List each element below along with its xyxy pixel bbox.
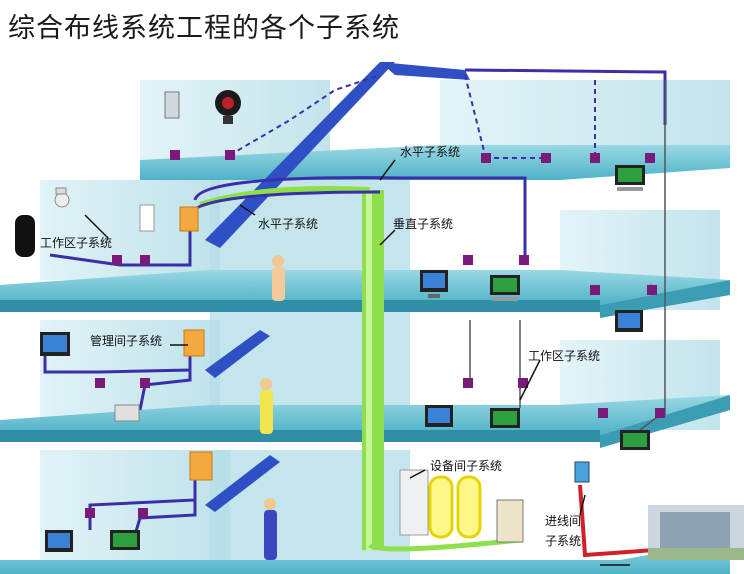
desk-phone	[114, 404, 140, 422]
floor-1-slab	[0, 540, 730, 574]
backbone-bar	[205, 62, 470, 512]
person-figures	[260, 255, 285, 560]
speaker-device	[164, 91, 180, 119]
equipment-cabinets	[399, 469, 524, 543]
cctv-camera	[54, 187, 70, 208]
outlet-nodes	[85, 150, 665, 518]
label-equipment: 设备间子系统	[430, 459, 502, 473]
label-horizontal-top: 水平子系统	[400, 145, 460, 159]
vertical-riser	[199, 186, 521, 552]
access-panel	[139, 204, 155, 232]
label-horizontal-mid: 水平子系统	[258, 217, 318, 231]
label-entrance-line2: 子系统	[545, 534, 581, 548]
thin-cables	[469, 80, 666, 431]
building-photo	[648, 505, 744, 560]
page-title: 综合布线系统工程的各个子系统	[8, 13, 400, 44]
speaker-cylinder	[15, 215, 35, 257]
label-work-area-left: 工作区子系统	[40, 236, 112, 250]
entrance-device	[574, 461, 590, 483]
annotation-arrows	[84, 159, 630, 566]
label-vertical: 垂直子系统	[393, 217, 453, 231]
label-work-area-right: 工作区子系统	[528, 349, 600, 363]
subsystem-labels: 水平子系统 水平子系统 垂直子系统 工作区子系统 管理间子系统 工作区子系统 设…	[40, 145, 600, 548]
label-entrance-line1: 进线间	[545, 514, 581, 528]
distribution-boxes	[179, 206, 213, 481]
computers	[40, 165, 650, 552]
entrance-cable	[578, 484, 656, 558]
label-management: 管理间子系统	[90, 333, 162, 348]
alarm-siren	[215, 90, 241, 124]
